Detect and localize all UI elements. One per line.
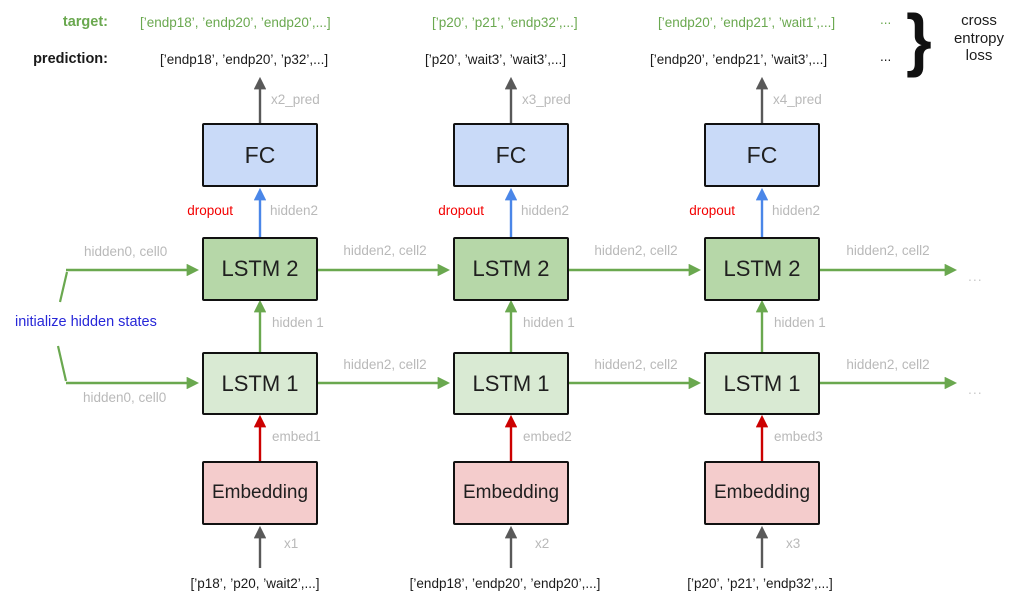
- x-input-label-col2: x2: [535, 536, 550, 551]
- embed-label-col1: embed1: [272, 429, 321, 444]
- dropout-label-col1: dropout: [187, 203, 233, 218]
- lstm1-block-col1: LSTM 1: [202, 352, 318, 415]
- target-ellipsis: ...: [880, 12, 892, 27]
- fc-block-col1: FC: [202, 123, 318, 187]
- hidden2-label-col3: hidden2: [772, 203, 821, 218]
- dropout-label-col3: dropout: [689, 203, 735, 218]
- prediction-list-1: [’endp18’, ’endp20’, ’p32’,...]: [160, 52, 329, 67]
- pred-output-label-col2: x3_pred: [522, 92, 571, 107]
- cross-entropy-loss-label: cross entropy loss: [953, 12, 1005, 64]
- loss-brace: }: [906, 0, 932, 78]
- lstm1-block-col3: LSTM 1: [704, 352, 820, 415]
- lstm2-out-label-col2: hidden2, cell2: [594, 243, 678, 258]
- continuation-dots-bottom: ...: [968, 381, 983, 397]
- hidden0-cell0-top-label: hidden0, cell0: [84, 244, 168, 259]
- hidden1-label-col2: hidden 1: [523, 315, 575, 330]
- lstm1-block-col2: LSTM 1: [453, 352, 569, 415]
- embed-label-col3: embed3: [774, 429, 823, 444]
- x-input-label-col3: x3: [786, 536, 801, 551]
- continuation-dots-top: ...: [968, 268, 983, 284]
- hidden2-label-col1: hidden2: [270, 203, 319, 218]
- hidden0-cell0-bottom-label: hidden0, cell0: [83, 390, 167, 405]
- lstm1-out-label-col2: hidden2, cell2: [594, 357, 678, 372]
- lstm2-out-label-col3: hidden2, cell2: [846, 243, 930, 258]
- init-fork-line-bottom: [56, 345, 68, 382]
- pred-output-label-col3: x4_pred: [773, 92, 822, 107]
- embed-label-col2: embed2: [523, 429, 572, 444]
- embedding-block-col1: Embedding: [202, 461, 318, 525]
- lstm2-out-label-col1: hidden2, cell2: [343, 243, 427, 258]
- embedding-block-col2: Embedding: [453, 461, 569, 525]
- fc-block-col3: FC: [704, 123, 820, 187]
- hidden1-label-col3: hidden 1: [774, 315, 826, 330]
- dropout-label-col2: dropout: [438, 203, 484, 218]
- lstm1-out-label-col3: hidden2, cell2: [846, 357, 930, 372]
- input-list-col1: [’p18’, ’p20, ’wait2’,...]: [190, 576, 320, 591]
- input-list-col2: [’endp18’, ’endp20’, ’endp20’,...]: [409, 576, 601, 591]
- lstm2-block-col2: LSTM 2: [453, 237, 569, 301]
- init-fork-line-top: [58, 271, 69, 303]
- prediction-list-3: [’endp20’, ’endp21’, ’wait3’,...]: [650, 52, 828, 67]
- x-input-label-col1: x1: [284, 536, 299, 551]
- fc-block-col2: FC: [453, 123, 569, 187]
- lstm1-out-label-col1: hidden2, cell2: [343, 357, 427, 372]
- target-list-3: [’endp20’, ’endp21’, ’wait1’,...]: [658, 15, 836, 30]
- target-label: target:: [62, 14, 108, 30]
- prediction-ellipsis: ...: [880, 49, 892, 64]
- lstm2-block-col3: LSTM 2: [704, 237, 820, 301]
- pred-output-label-col1: x2_pred: [271, 92, 320, 107]
- hidden1-label-col1: hidden 1: [272, 315, 324, 330]
- hidden2-label-col2: hidden2: [521, 203, 570, 218]
- target-list-1: [’endp18’, ’endp20’, ’endp20’,...]: [140, 15, 331, 30]
- lstm2-block-col1: LSTM 2: [202, 237, 318, 301]
- embedding-block-col3: Embedding: [704, 461, 820, 525]
- initialize-hidden-states-label: initialize hidden states: [15, 314, 157, 330]
- prediction-label: prediction:: [33, 51, 108, 67]
- prediction-list-2: [’p20’, ’wait3’, ’wait3’,...]: [425, 52, 567, 67]
- input-list-col3: [’p20’, ’p21’, ’endp32’,...]: [687, 576, 833, 591]
- target-list-2: [’p20’, ’p21’, ’endp32’,...]: [432, 15, 578, 30]
